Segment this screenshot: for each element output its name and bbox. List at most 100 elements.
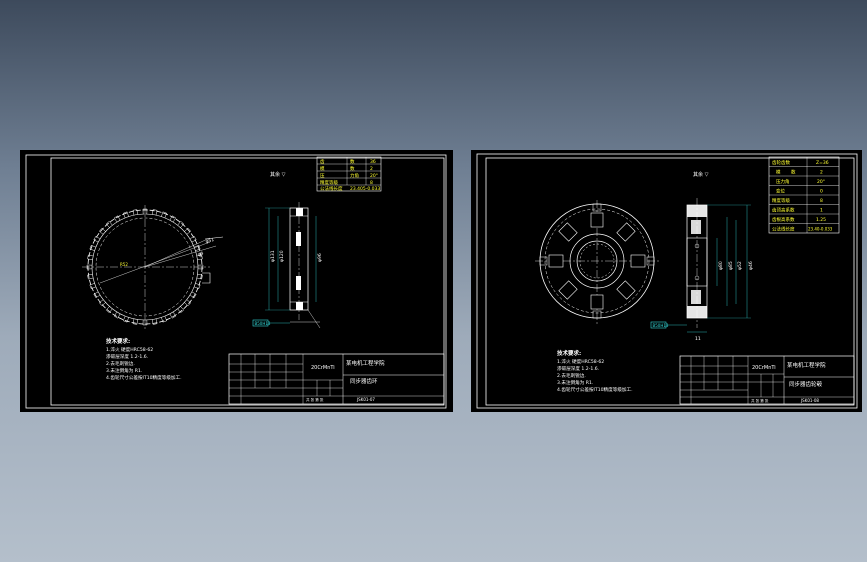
param-cell: 变位 [776,188,785,195]
drawing-left-svg: 其余 ▽ 齿 数 36 模 数 2 压 力角 20° 精度等级 8 公法线长度 … [25,154,447,409]
tb-footer: 共 张 第 张 [306,397,324,402]
param-cell: 2 [820,170,823,176]
dim-side-2: φ52 [737,261,743,270]
gear-tooth [93,291,101,299]
hub-slot [548,254,564,268]
gear-tooth [161,316,168,323]
param-cell: 齿顶高系数 [772,207,795,214]
gear-tooth [105,220,113,228]
param-cell: 精度等级 [772,197,790,204]
gear-tooth [194,244,201,251]
dim-side-1: φ85 [728,261,734,270]
hub-keyway [539,256,548,266]
surface-note: 其余 ▽ [693,171,709,178]
gear-tooth [87,254,94,260]
tech-line: 1.淬火 硬度HRC58-62 [557,358,604,365]
dim-side-2: φ96 [317,253,323,262]
gear-tooth [105,306,113,314]
tb-school: 某电机工程学院 [346,359,385,367]
param-cell: 23.40-0.033 [808,227,833,232]
inner-border [50,157,445,406]
param-cell: 1 [820,208,823,214]
gear-front-view: φ51 φ4 R52 [82,205,224,330]
outer-border [476,153,858,409]
gear-tooth [132,209,138,216]
gear-tooth [197,264,204,270]
gear-tooth [93,235,101,243]
gear-tooth [113,215,121,223]
tb-part-name: 同步器齿环 [350,378,378,385]
tech-line: 3.未注倒角为 R1. [557,379,593,386]
hub-side-section: φ80 φ85 φ52 φ46 11 [686,198,754,342]
dim-face-0: φ51 [205,237,215,245]
param-table: 齿轮齿数 Z=36 模 数 2 压力角 20° 变位 0 精度等级 8 齿顶高系… [768,156,840,234]
tech-line: 4.齿轮尺寸公差按IT10精度等级加工. [106,374,182,381]
gear-tooth [89,244,96,251]
hub-slot [590,294,604,310]
param-cell: 压 [320,173,325,179]
gear-tooth [161,211,168,218]
gear-teeth [86,208,204,326]
dim-bottom: 11 [695,336,701,342]
param-cell: 8 [370,180,373,186]
dim-side-0: φ131 [270,250,276,262]
inner-border [485,157,855,406]
gear-tooth [122,211,129,218]
tag-label: B50H13 [653,323,669,328]
param-cell: 2 [370,166,373,172]
tb-material: 20CrMnTi [311,365,335,371]
gear-tooth [152,318,158,325]
param-cell: 20° [817,179,825,185]
gear-tooth [98,227,106,235]
param-table: 齿 数 36 模 数 2 压 力角 20° 精度等级 8 公法线长度 23.40… [316,156,382,192]
hub-keyway [592,310,602,319]
tb-drawing-no: JSK01-08 [800,398,819,403]
gear-tooth [189,235,197,243]
tag-label: B50H13 [255,321,271,326]
drawing-sheet-left: 其余 ▽ 齿 数 36 模 数 2 压 力角 20° 精度等级 8 公法线长度 … [20,150,453,412]
param-cell: 力角 [350,172,359,179]
tb-footer: 共 张 第 张 [751,398,769,403]
hub-slot [558,280,578,300]
param-cell: 数 [350,158,355,165]
gear-tooth [87,274,94,280]
dim-side-0: φ80 [718,261,724,270]
gear-tooth [98,299,106,307]
tech-line: 4.齿轮尺寸公差按IT10精度等级加工. [557,386,633,393]
gear-tooth [142,208,148,215]
hub-keyway [592,203,602,212]
gear-tooth [89,283,96,290]
hub-slot [590,212,604,228]
param-cell: 36 [370,159,376,165]
gear-tooth [169,215,177,223]
title-block: 20CrMnTi 某电机工程学院 同步器齿轮毂 JSK01-08 共 张 第 张 [679,355,855,405]
tech-requirements: 技术要求: 1.淬火 硬度HRC58-62 渗碳层深度 1.2-1.6. 2.去… [106,337,182,381]
param-cell: 23.405-0.033 [350,186,380,192]
gear-tooth [196,254,203,260]
tech-title: 技术要求: [106,337,130,345]
gear-tooth [196,274,203,280]
param-cell: 公法线长度 [320,185,343,192]
drawing-sheet-right: 其余 ▽ 齿轮齿数 Z=36 模 数 2 压力角 20° 变位 0 精度等级 8… [471,150,862,412]
gear-tooth [169,311,177,319]
hub-slot [616,280,636,300]
dim-face-note: R52 [120,262,128,267]
notch [202,272,211,284]
drawing-right-svg: 其余 ▽ 齿轮齿数 Z=36 模 数 2 压力角 20° 变位 0 精度等级 8… [476,153,858,409]
gear-tooth [184,299,192,307]
param-cell: 压力角 [776,178,790,185]
param-cell: 公法线长度 [772,226,795,233]
param-cell: Z=36 [816,160,829,166]
tech-line: 渗碳层深度 1.2-1.6. [557,365,599,372]
param-cell: 0 [820,189,823,195]
param-cell: 齿 [320,159,325,165]
dim-face-1: φ4 [197,251,204,258]
tech-line: 2.去毛刺锐边. [106,360,135,367]
param-cell: 1.25 [816,217,826,223]
hub-slot [558,222,578,242]
title-block: 20CrMnTi 某电机工程学院 同步器齿环 JSK01-07 共 张 第 张 [228,353,445,405]
gear-tooth [184,227,192,235]
gear-tooth [189,291,197,299]
param-cell: 齿根高系数 [772,216,795,223]
tech-line: 3.未注倒角为 R1. [106,367,142,374]
